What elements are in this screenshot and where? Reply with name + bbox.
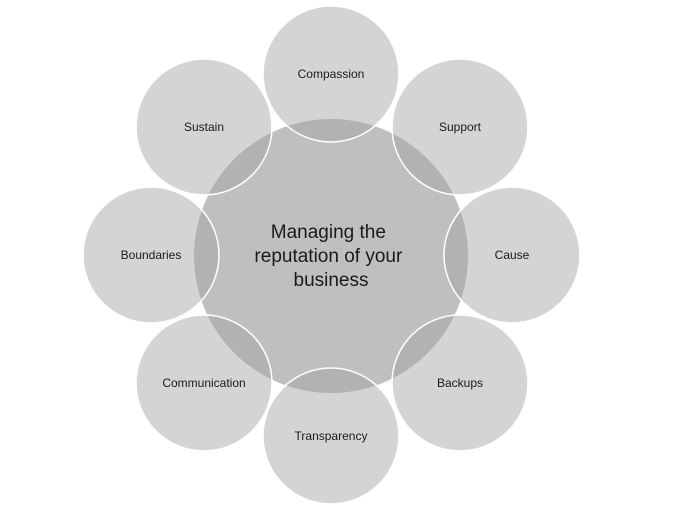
node-label-transparency: Transparency: [295, 429, 368, 443]
node-label-communication: Communication: [162, 376, 245, 390]
node-circle-support: [391, 58, 529, 196]
node-circle-boundaries: [82, 186, 220, 324]
node-circle-cause: [443, 186, 581, 324]
node-circle-communication: [135, 314, 273, 452]
node-label-support: Support: [439, 120, 482, 134]
node-label-compassion: Compassion: [298, 67, 365, 81]
center-circle: [194, 119, 468, 393]
node-circle-backups: [391, 314, 529, 452]
center-label-line-3: business: [294, 270, 369, 291]
center-label: Managing the reputation of your business: [254, 222, 407, 291]
node-circle-compassion: [262, 5, 400, 143]
node-circle-sustain: [135, 58, 273, 196]
node-label-boundaries: Boundaries: [121, 248, 182, 262]
center-label-line-1: Managing the: [271, 222, 386, 243]
node-label-backups: Backups: [437, 376, 483, 390]
node-label-sustain: Sustain: [184, 120, 224, 134]
center-label-line-2: reputation of your: [254, 246, 403, 267]
node-circle-transparency: [262, 367, 400, 505]
node-label-cause: Cause: [495, 248, 530, 262]
